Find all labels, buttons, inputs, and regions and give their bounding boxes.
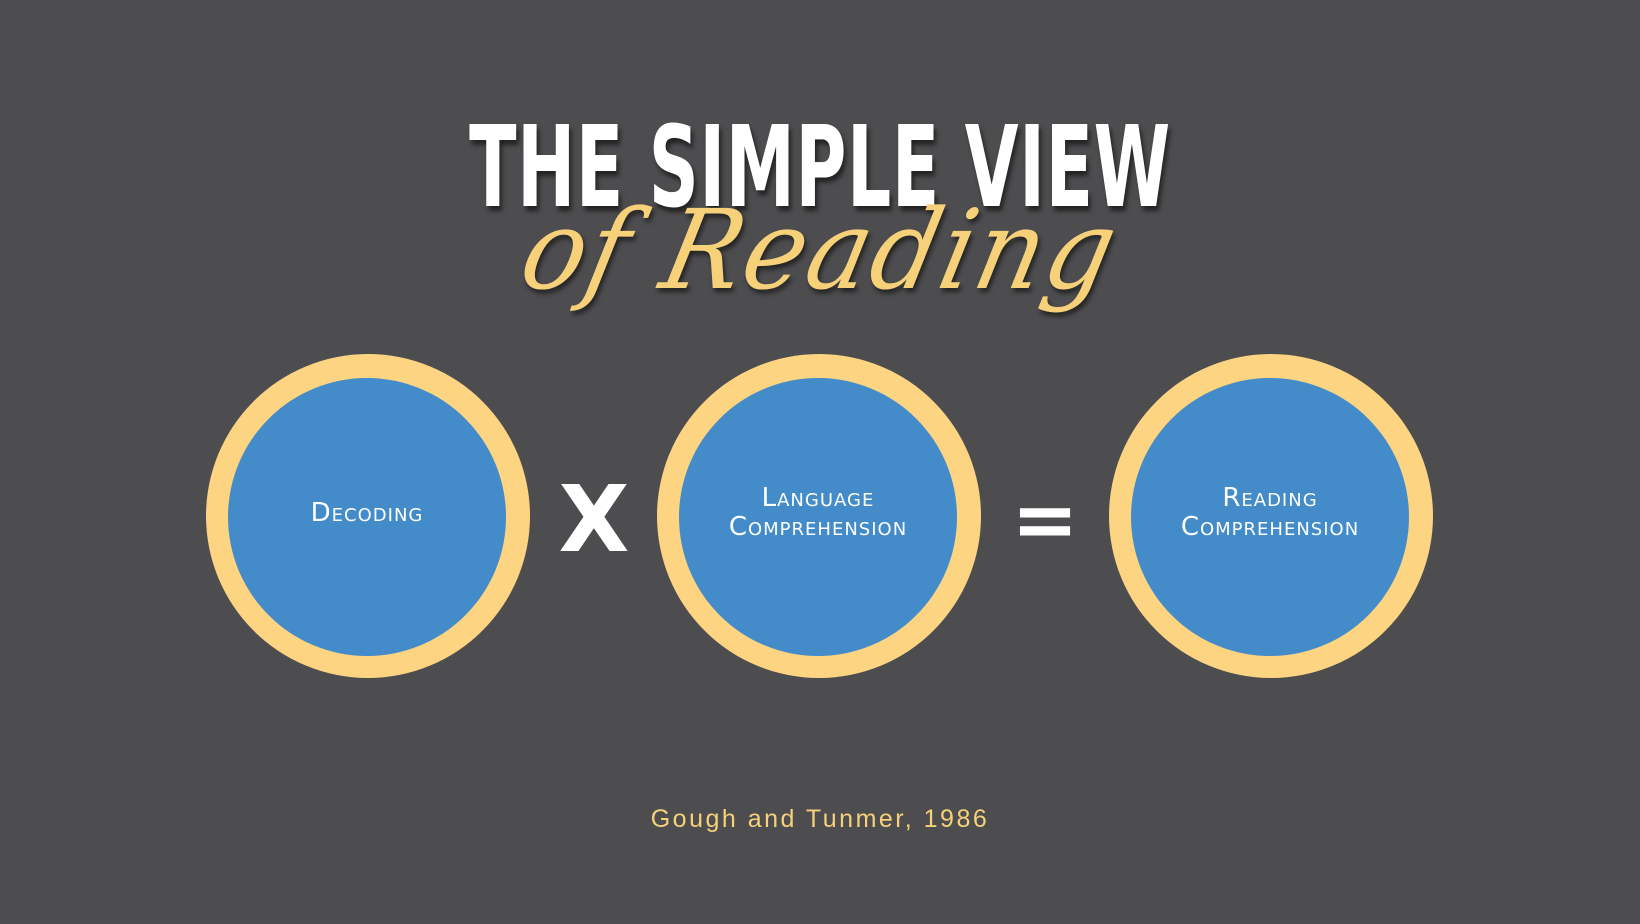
circle-decoding-inner: Decoding	[228, 378, 506, 656]
circle-reading-comprehension-label-line-2: Comprehension	[1180, 512, 1360, 542]
circle-language-comprehension: Language Comprehension	[657, 354, 981, 678]
circle-reading-comprehension-label: Reading Comprehension	[1181, 484, 1359, 542]
circle-decoding-label: Decoding	[310, 497, 424, 528]
citation: Gough and Tunmer, 1986	[650, 805, 990, 833]
circle-language-comprehension-label-line-2: Comprehension	[728, 512, 908, 542]
circle-reading-comprehension-label-line-1: Reading	[1222, 483, 1318, 513]
circle-reading-comprehension-inner: Reading Comprehension	[1131, 378, 1409, 656]
multiply-operator: X	[558, 466, 630, 573]
circle-reading-comprehension: Reading Comprehension	[1109, 354, 1433, 678]
circle-decoding: Decoding	[206, 354, 530, 678]
title-script: of Reading	[510, 186, 1130, 314]
circle-language-comprehension-label: Language Comprehension	[729, 484, 907, 542]
circle-language-comprehension-inner: Language Comprehension	[679, 378, 957, 656]
circle-language-comprehension-label-line-1: Language	[761, 483, 875, 513]
circle-decoding-label-line-1: Decoding	[310, 497, 424, 528]
title-main: THE SIMPLE VIEW	[469, 103, 1171, 233]
equals-operator: =	[1011, 473, 1079, 566]
